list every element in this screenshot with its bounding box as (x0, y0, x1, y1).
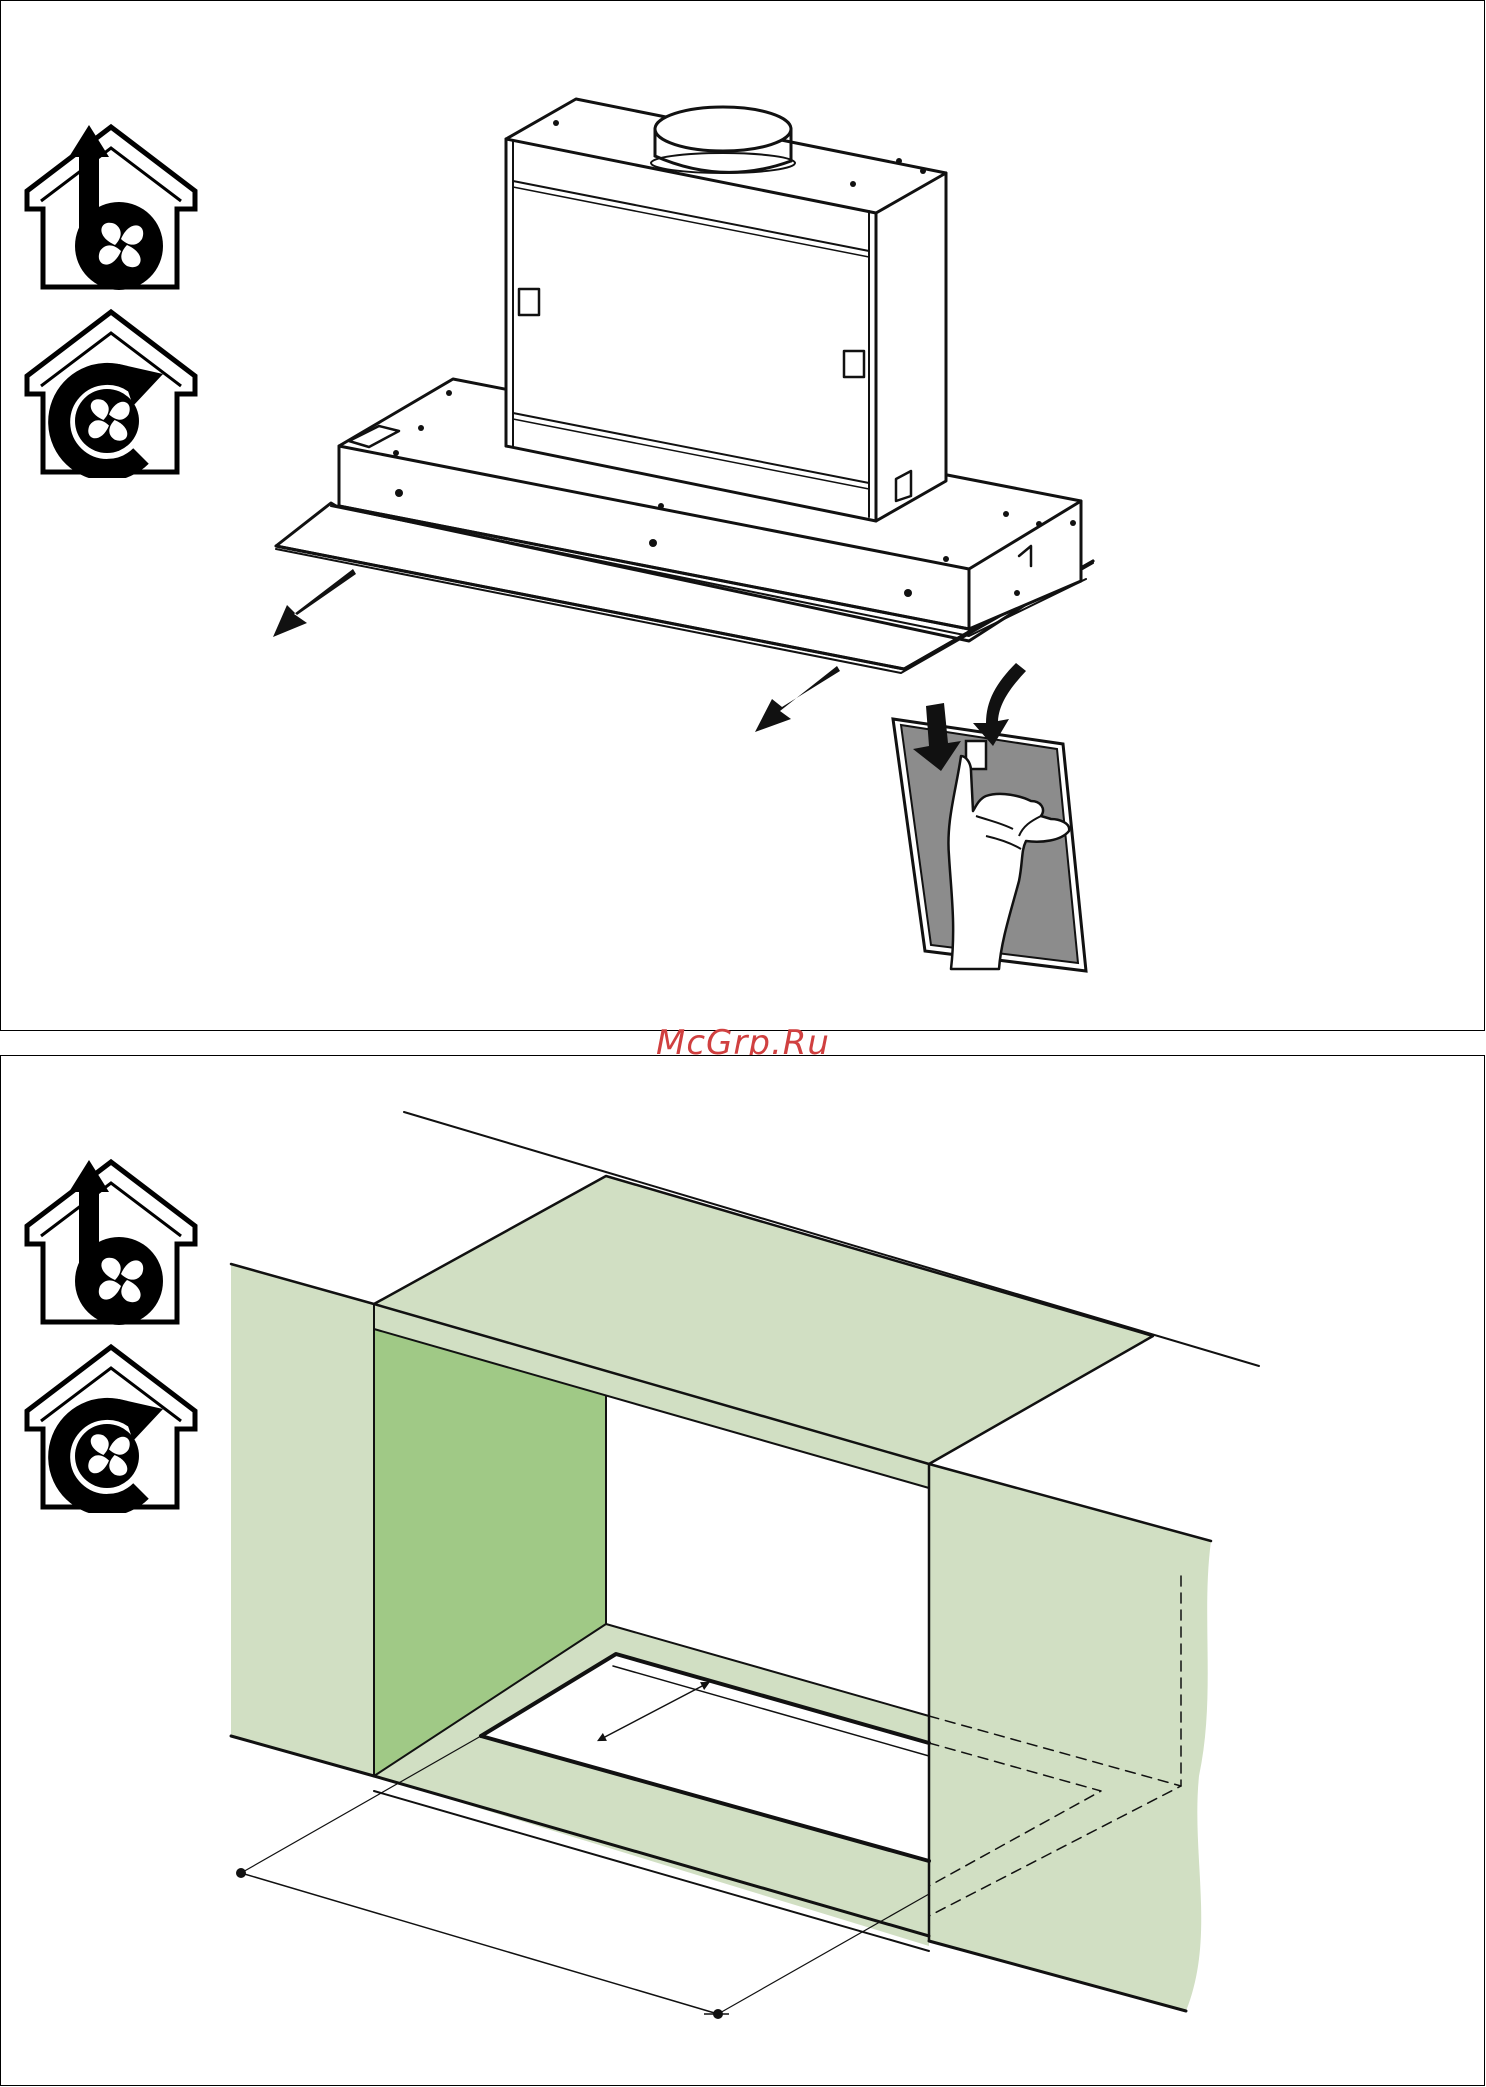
panel-cabinet-cutout (0, 1055, 1485, 2086)
cabinet-illustration (1, 1056, 1486, 2087)
hood-illustration (1, 1, 1486, 1032)
panel-hood-filter (0, 0, 1485, 1031)
